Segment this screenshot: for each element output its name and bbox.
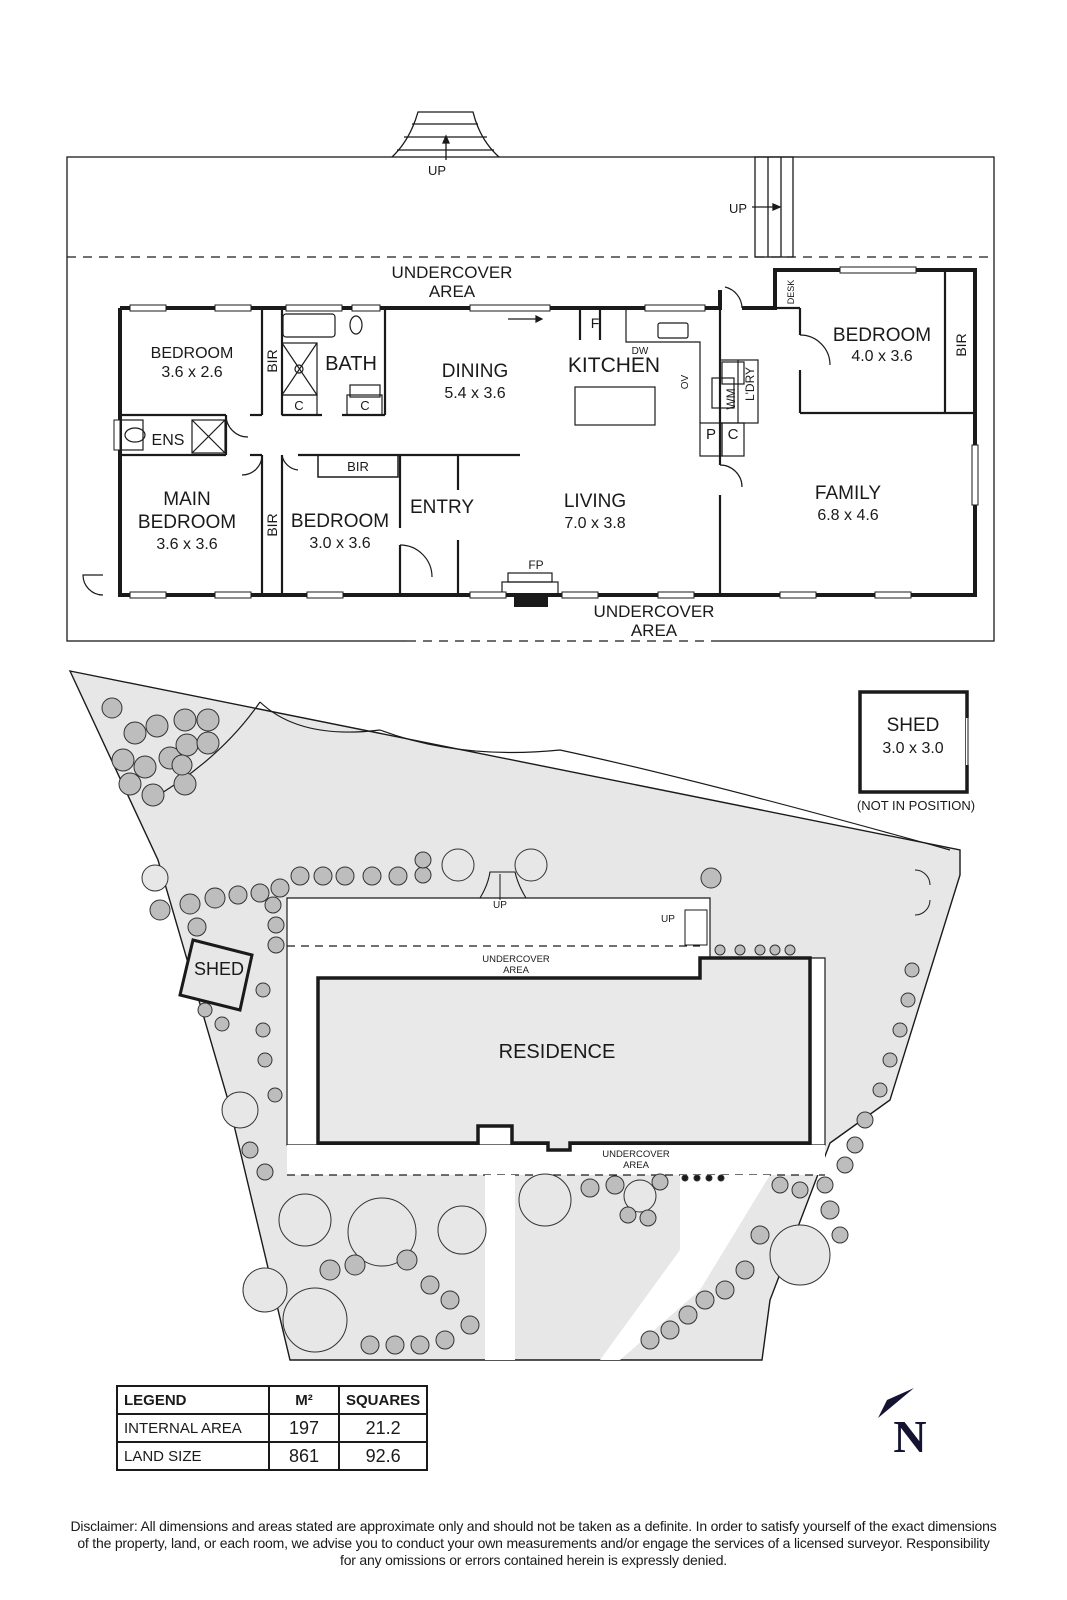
bir-label: BIR — [953, 333, 969, 356]
undercover-label: UNDERCOVER — [602, 1149, 670, 1160]
windows — [113, 266, 979, 599]
floor-plan — [66, 111, 995, 643]
shed-note: (NOT IN POSITION) — [857, 798, 975, 813]
site-stairs-label-right: UP — [661, 914, 675, 925]
fireplace — [501, 572, 559, 607]
doors — [82, 286, 831, 596]
room-dims: 6.8 x 4.6 — [817, 507, 878, 524]
legend-row: INTERNAL AREA 197 21.2 — [116, 1413, 429, 1443]
stairs-right — [752, 156, 794, 258]
room-dims: 3.0 x 3.6 — [309, 535, 370, 552]
laundry-label: L'DRY — [743, 367, 757, 401]
stairs-top — [391, 111, 500, 160]
fireplace-label: FP — [528, 558, 543, 572]
room-name: DINING — [442, 361, 509, 382]
interior-walls — [120, 270, 975, 595]
room-dims: 5.4 x 3.6 — [444, 385, 505, 402]
room-name: BEDROOM — [291, 511, 389, 532]
legend-m2: 861 — [268, 1441, 340, 1471]
undercover-label: AREA — [429, 282, 476, 301]
room-name: KITCHEN — [568, 354, 660, 377]
residence-label: RESIDENCE — [499, 1041, 616, 1063]
site-plan: SHED RESIDENCE UNDERCOVER AREA UNDERCOVE… — [68, 670, 961, 1361]
washing-machine-label: WM — [724, 388, 738, 409]
bath-fixtures — [120, 313, 383, 454]
site-stairs-label: UP — [493, 900, 507, 911]
dishwasher-label: DW — [632, 346, 649, 357]
undercover-label: UNDERCOVER — [482, 954, 550, 965]
room-dims: 3.6 x 3.6 — [156, 536, 217, 553]
undercover-label: AREA — [503, 965, 530, 976]
shed-dims: 3.0 x 3.0 — [882, 740, 943, 757]
north-compass: N — [878, 1388, 927, 1462]
bir-label: BIR — [347, 459, 369, 474]
kitchen-fixtures — [574, 308, 759, 457]
shed-detail: SHED 3.0 x 3.0 (NOT IN POSITION) — [857, 690, 975, 813]
bir-label: BIR — [264, 349, 280, 372]
disclaimer-line: of the property, land, or each room, we … — [77, 1535, 990, 1551]
legend-header-row: LEGEND M² SQUARES — [116, 1385, 429, 1415]
disclaimer: Disclaimer: All dimensions and areas sta… — [0, 1518, 1067, 1569]
legend-header: SQUARES — [337, 1385, 429, 1415]
desk-label: DESK — [786, 280, 796, 305]
room-dims: 4.0 x 3.6 — [851, 348, 912, 365]
shed-name: SHED — [887, 715, 940, 736]
bir-label: BIR — [264, 513, 280, 536]
disclaimer-line: Disclaimer: All dimensions and areas sta… — [70, 1518, 997, 1534]
residence-outline — [316, 956, 812, 1152]
legend-header: LEGEND — [116, 1385, 270, 1415]
pantry-label: P — [706, 426, 716, 443]
legend-m2: 197 — [268, 1413, 340, 1443]
room-name: LIVING — [564, 491, 626, 512]
cupboard-label: C — [360, 398, 369, 413]
room-name: FAMILY — [815, 483, 881, 504]
room-name: BEDROOM — [138, 512, 236, 533]
external-walls — [118, 268, 977, 597]
legend-label: INTERNAL AREA — [116, 1413, 270, 1443]
room-name: MAIN — [163, 489, 211, 510]
room-dims: 3.6 x 2.6 — [161, 364, 222, 381]
cupboard-label: C — [294, 398, 303, 413]
undercover-label: UNDERCOVER — [392, 263, 513, 282]
cupboard-label: C — [728, 426, 739, 443]
trees — [101, 697, 920, 1355]
legend-header: M² — [268, 1385, 340, 1415]
room-name: BEDROOM — [151, 345, 234, 362]
undercover-label: AREA — [623, 1160, 650, 1171]
north-label: N — [893, 1411, 926, 1462]
room-name: BATH — [325, 353, 377, 375]
undercover-label: UNDERCOVER — [594, 602, 715, 621]
site-shed-label: SHED — [194, 959, 244, 979]
room-dims: 7.0 x 3.8 — [564, 515, 625, 532]
fridge-label: F — [591, 315, 600, 331]
stairs-up-label-right: UP — [729, 201, 747, 216]
legend-row: LAND SIZE 861 92.6 — [116, 1441, 429, 1471]
floor-plan-labels: UP UP UNDERCOVER AREA UNDERCOVER AREA BE… — [138, 163, 969, 640]
legend-table: LEGEND M² SQUARES INTERNAL AREA 197 21.2… — [116, 1385, 429, 1471]
legend-squares: 21.2 — [337, 1413, 429, 1443]
room-name: ENS — [152, 432, 185, 449]
disclaimer-line: for any omissions or errors contained he… — [340, 1552, 727, 1568]
legend-label: LAND SIZE — [116, 1441, 270, 1471]
oven-label: OV — [680, 374, 691, 389]
room-name: ENTRY — [410, 497, 474, 518]
undercover-label: AREA — [631, 621, 678, 640]
room-name: BEDROOM — [833, 325, 931, 346]
stairs-up-label: UP — [428, 163, 446, 178]
north-arrow-icon — [878, 1388, 914, 1418]
legend-squares: 92.6 — [337, 1441, 429, 1471]
